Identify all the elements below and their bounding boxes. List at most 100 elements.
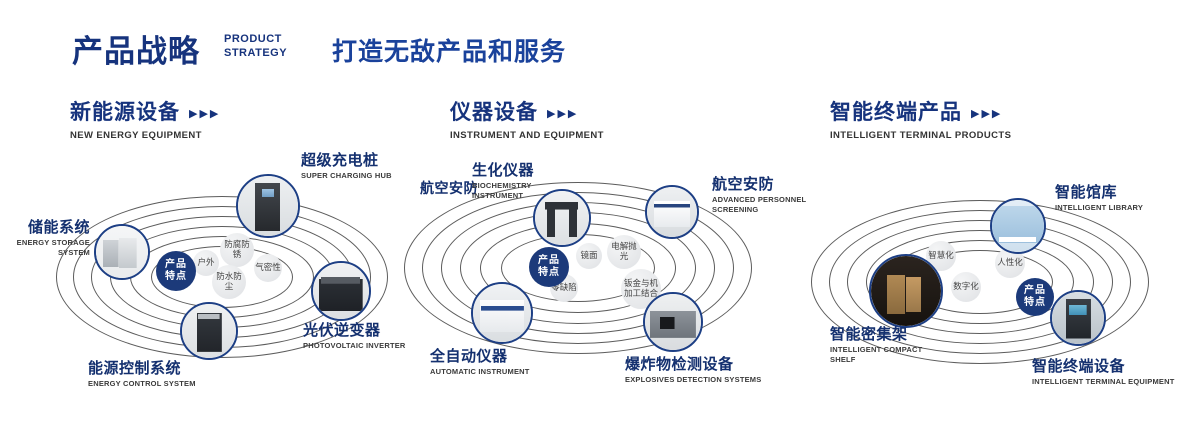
triple-arrow-icon: ▶▶▶	[971, 108, 1003, 120]
product-node-personnel-screening[interactable]	[645, 185, 699, 239]
feature-text: 钣金与机加工结合	[623, 278, 658, 298]
product-node-pv-inverter[interactable]	[311, 261, 371, 321]
product-name-cn: 光伏逆变器	[303, 322, 381, 339]
section-title: 智能终端产品 ▶▶▶	[830, 96, 1011, 126]
orbit-group-terminals	[811, 200, 1149, 364]
orbit-ring	[811, 200, 1149, 364]
feature-text: 智慧化	[928, 250, 954, 261]
page-title-en-line1: PRODUCT	[224, 33, 282, 45]
page-title-en-line2: STRATEGY	[224, 46, 288, 59]
security-gate-image	[535, 191, 589, 245]
badge-line1: 产品	[1024, 285, 1046, 296]
feature-text: 数字化	[953, 281, 979, 292]
product-features-badge: 产品 特点	[156, 251, 196, 291]
feature-text: 人性化	[997, 257, 1023, 268]
section-title-text: 仪器设备	[450, 101, 538, 124]
product-name-en: AUTOMATIC INSTRUMENT	[430, 367, 530, 377]
feature-bubble: 防水防尘	[212, 265, 246, 299]
section-title-text: 智能终端产品	[830, 101, 962, 124]
product-node-explosives-detection[interactable]	[643, 292, 703, 352]
feature-text: 防水防尘	[216, 271, 242, 291]
product-name-en: BIOCHEMISTRY INSTRUMENT	[472, 181, 532, 200]
product-name-en: ENERGY STORAGE SYSTEM	[16, 238, 90, 257]
badge-line2: 特点	[165, 271, 187, 282]
feature-bubble: 防腐防锈	[220, 233, 254, 267]
inverter-image	[313, 263, 369, 319]
product-name-cn: 能源控制系统	[88, 360, 182, 377]
product-name-cn: 生化仪器	[472, 162, 535, 179]
product-features-badge: 产品 特点	[529, 247, 569, 287]
analyzer-image	[473, 284, 531, 342]
section-title-text: 新能源设备	[70, 101, 180, 124]
product-label-energy-control: 能源控制系统 ENERGY CONTROL SYSTEM	[88, 360, 213, 389]
section-head-instruments: 仪器设备 ▶▶▶ INSTRUMENT AND EQUIPMENT	[450, 96, 604, 141]
product-features-badge: 产品 特点	[1016, 278, 1054, 316]
badge-line1: 产品	[538, 255, 560, 266]
feature-text: 零缺陷	[551, 282, 577, 293]
product-node-automatic-instrument[interactable]	[471, 282, 533, 344]
section-subtitle: INTELLIGENT TERMINAL PRODUCTS	[830, 130, 1012, 141]
feature-bubble: 电解抛光	[607, 235, 641, 269]
page-title: 产品战略	[72, 34, 200, 69]
product-label-personnel-screening: 航空安防 ADVANCED PERSONNEL SCREENING	[712, 176, 827, 215]
product-name-en: ADVANCED PERSONNEL SCREENING	[712, 195, 807, 214]
product-node-super-charger[interactable]	[236, 174, 300, 238]
section-subtitle: INSTRUMENT AND EQUIPMENT	[450, 130, 604, 141]
product-name-cn: 爆炸物检测设备	[625, 356, 734, 373]
product-node-security-gate[interactable]	[533, 189, 591, 247]
product-label-terminal-equipment: 智能终端设备 INTELLIGENT TERMINAL EQUIPMENT	[1032, 358, 1192, 387]
product-name-en: INTELLIGENT COMPACT SHELF	[830, 345, 923, 364]
xray-machine-image	[645, 294, 701, 350]
orbit-ring	[847, 220, 1113, 344]
feature-bubble: 智慧化	[926, 241, 956, 271]
product-label-intelligent-library: 智能馆库 INTELLIGENT LIBRARY	[1055, 184, 1170, 213]
triple-arrow-icon: ▶▶▶	[547, 108, 579, 120]
product-node-energy-storage[interactable]	[94, 224, 150, 280]
product-name-cn: 储能系统	[27, 219, 90, 236]
product-label-biochemistry: 生化仪器 BIOCHEMISTRY INSTRUMENT	[472, 162, 572, 201]
product-node-energy-control[interactable]	[180, 302, 238, 360]
orbit-ring	[866, 230, 1094, 334]
screening-instrument-image	[647, 187, 697, 237]
product-name-cn: 智能终端设备	[1032, 358, 1126, 375]
feature-text: 电解抛光	[611, 241, 637, 261]
charging-pile-image	[238, 176, 298, 236]
product-node-compact-shelf[interactable]	[869, 254, 943, 328]
section-subtitle: NEW ENERGY EQUIPMENT	[70, 130, 202, 141]
orbit-ring	[56, 196, 388, 358]
badge-line2: 特点	[538, 267, 560, 278]
product-node-intelligent-library[interactable]	[990, 198, 1046, 254]
section-title: 新能源设备 ▶▶▶	[70, 96, 220, 126]
product-name-en: PHOTOVOLTAIC INVERTER	[303, 341, 406, 351]
library-image	[992, 200, 1044, 252]
orbit-ring	[404, 182, 752, 354]
energy-storage-image	[96, 226, 148, 278]
control-cabinet-image	[182, 304, 236, 358]
product-node-terminal-equipment[interactable]	[1050, 290, 1106, 346]
section-title: 仪器设备 ▶▶▶	[450, 96, 604, 126]
feature-text: 防腐防锈	[224, 239, 250, 259]
product-label-super-charger: 超级充电桩 SUPER CHARGING HUB	[301, 152, 421, 181]
product-label-explosives-detection: 爆炸物检测设备 EXPLOSIVES DETECTION SYSTEMS	[625, 356, 775, 385]
badge-line2: 特点	[1024, 297, 1046, 308]
feature-bubble: 镜面	[576, 243, 602, 269]
product-name-en: INTELLIGENT TERMINAL EQUIPMENT	[1032, 377, 1175, 387]
compact-shelf-image	[871, 256, 941, 326]
section-head-terminals: 智能终端产品 ▶▶▶ INTELLIGENT TERMINAL PRODUCTS	[830, 96, 1011, 141]
product-name-en: SUPER CHARGING HUB	[301, 171, 392, 181]
product-label-compact-shelf: 智能密集架 INTELLIGENT COMPACT SHELF	[830, 326, 935, 365]
feature-bubble: 数字化	[951, 272, 981, 302]
product-name-en: ENERGY CONTROL SYSTEM	[88, 379, 196, 389]
product-name-en: INTELLIGENT LIBRARY	[1055, 203, 1144, 213]
product-label-energy-storage: 储能系统 ENERGY STORAGE SYSTEM	[0, 219, 90, 258]
product-label-automatic-instrument: 全自动仪器 AUTOMATIC INSTRUMENT	[430, 348, 550, 377]
product-name-cn: 智能密集架	[830, 326, 908, 343]
slogan: 打造无敌产品和服务	[332, 38, 567, 66]
kiosk-image	[1052, 292, 1104, 344]
triple-arrow-icon: ▶▶▶	[189, 108, 221, 120]
orbit-ring	[422, 192, 734, 344]
product-name-en: EXPLOSIVES DETECTION SYSTEMS	[625, 375, 762, 385]
feature-text: 镜面	[580, 250, 598, 261]
product-name-cn: 超级充电桩	[301, 152, 379, 169]
